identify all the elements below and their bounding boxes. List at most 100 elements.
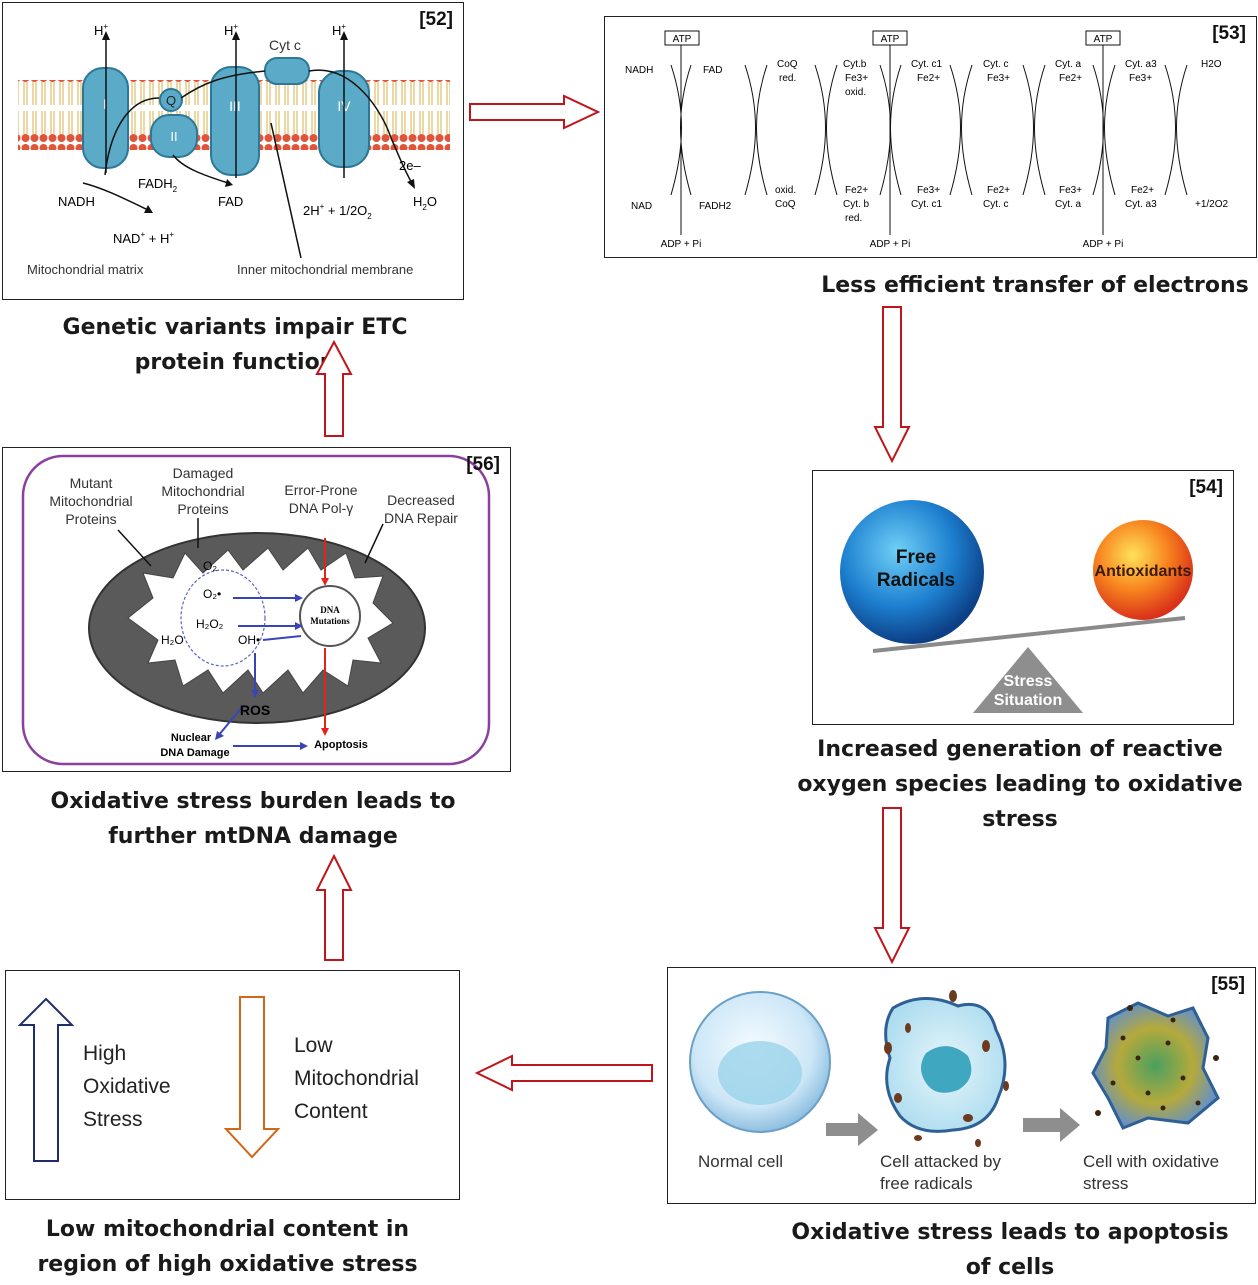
svg-text:Proteins: Proteins: [65, 511, 116, 527]
caption-etc-impair: Genetic variants impair ETC protein func…: [62, 315, 408, 375]
svg-text:2e–: 2e–: [399, 158, 421, 173]
oxidative-stress-cell: [1091, 1001, 1220, 1130]
svg-text:O₂•: O₂•: [203, 587, 221, 601]
svg-text:Antioxidants: Antioxidants: [1095, 563, 1192, 580]
svg-text:Normal cell: Normal cell: [698, 1152, 783, 1171]
svg-text:NADH: NADH: [58, 194, 95, 209]
cytochrome-c: [264, 57, 310, 85]
svg-text:ADP + Pi: ADP + Pi: [1083, 239, 1124, 250]
svg-text:FAD: FAD: [218, 194, 243, 209]
svg-text:DNA Pol-γ: DNA Pol-γ: [289, 500, 354, 516]
svg-text:Fe3+: Fe3+: [1059, 185, 1082, 196]
svg-text:Mitochondrial: Mitochondrial: [49, 493, 132, 509]
ros-balance-illustration: Free Radicals Antioxidants Stress Situat…: [840, 500, 1193, 713]
svg-text:red.: red.: [845, 213, 862, 224]
caption-less-efficient: Less efficient transfer of electrons: [821, 273, 1249, 298]
cell-apoptosis-illustration: Normal cell Cell attacked by free radica…: [689, 990, 1220, 1193]
svg-text:Cyt. a3: Cyt. a3: [1125, 59, 1157, 70]
svg-text:Fe3+: Fe3+: [987, 73, 1010, 84]
svg-text:Fe2+: Fe2+: [845, 185, 868, 196]
svg-text:Fe2+: Fe2+: [1131, 185, 1154, 196]
svg-text:Inner mitochondrial membrane: Inner mitochondrial membrane: [237, 262, 413, 277]
flow-arrow-up-bottom: [315, 854, 353, 961]
svg-text:ATP: ATP: [1094, 34, 1113, 45]
ref-54: [54]: [1189, 477, 1223, 498]
svg-text:Damaged: Damaged: [173, 465, 234, 481]
svg-text:ADP + Pi: ADP + Pi: [870, 239, 911, 250]
antioxidants-sphere: [1093, 520, 1193, 620]
mtdna-damage-illustration: DNA Mutations O₂ O₂• H₂O₂ H₂O OH• Mutant: [21, 454, 491, 766]
svg-text:H+: H+: [94, 22, 108, 38]
svg-text:Cell with oxidative: Cell with oxidative: [1083, 1152, 1219, 1171]
electron-transfer-scheme: ATP ATP ATP ADP + Pi ADP + Pi ADP + Pi N…: [625, 30, 1229, 250]
balance-beam: [872, 616, 1186, 653]
free-radicals-sphere: [840, 500, 984, 644]
svg-text:stress: stress: [1083, 1174, 1128, 1193]
flow-arrow-right-top: [469, 94, 601, 130]
svg-text:Decreased: Decreased: [387, 492, 455, 508]
svg-text:Q: Q: [166, 93, 176, 108]
svg-text:Cyt c: Cyt c: [269, 37, 301, 53]
svg-text:Cyt. c1: Cyt. c1: [911, 199, 943, 210]
panel-mtdna-damage: DNA Mutations O₂ O₂• H₂O₂ H₂O OH• Mutant: [2, 447, 511, 772]
stress-fulcrum: [973, 647, 1083, 713]
panel-electron-transfer: ATP ATP ATP ADP + Pi ADP + Pi ADP + Pi N…: [604, 16, 1257, 258]
svg-text:Cyt. c1: Cyt. c1: [911, 59, 943, 70]
svg-text:O₂: O₂: [203, 559, 217, 573]
svg-text:Fe3+: Fe3+: [845, 73, 868, 84]
svg-text:Cyt. b: Cyt. b: [843, 199, 870, 210]
svg-text:NADH: NADH: [625, 65, 653, 76]
dna-mutations-circle: [299, 585, 361, 647]
svg-text:H₂O₂: H₂O₂: [196, 617, 224, 631]
svg-text:Situation: Situation: [994, 692, 1062, 709]
flow-arrow-down-1: [873, 306, 911, 464]
flow-arrow-down-2: [873, 807, 911, 965]
svg-text:DNA Repair: DNA Repair: [384, 510, 458, 526]
svg-text:Mutant: Mutant: [70, 475, 113, 491]
flow-arrow-up-top: [315, 340, 353, 437]
caption-ros: Increased generation of reactive oxygen …: [797, 737, 1243, 832]
svg-text:H2O: H2O: [1201, 59, 1222, 70]
up-arrow-high-stress: [18, 997, 74, 1162]
svg-text:Fe2+: Fe2+: [987, 185, 1010, 196]
panel-apoptosis: Normal cell Cell attacked by free radica…: [667, 967, 1256, 1204]
complex-i-label: I: [103, 96, 107, 112]
ref-53: [53]: [1212, 23, 1246, 44]
caption-apoptosis: Oxidative stress leads to apoptosis of c…: [791, 1220, 1229, 1280]
panel-ros-balance: Free Radicals Antioxidants Stress Situat…: [812, 470, 1234, 725]
svg-text:Cyt. a3: Cyt. a3: [1125, 199, 1157, 210]
svg-text:Cyt. c: Cyt. c: [983, 59, 1009, 70]
svg-text:NAD: NAD: [631, 201, 652, 212]
panel-etc-membrane: I Q II III Cyt c IV H+ H+ H+: [2, 2, 464, 300]
svg-text:H+: H+: [224, 22, 238, 38]
svg-text:DNA Damage: DNA Damage: [160, 747, 229, 759]
svg-text:Stress: Stress: [1004, 673, 1053, 690]
svg-text:FAD: FAD: [703, 65, 722, 76]
flow-arrow-left-bottom: [474, 1054, 653, 1092]
svg-text:ADP + Pi: ADP + Pi: [661, 239, 702, 250]
svg-text:OH•: OH•: [238, 633, 260, 647]
svg-text:oxid.: oxid.: [775, 185, 796, 196]
svg-text:CoQ: CoQ: [775, 199, 796, 210]
svg-text:oxid.: oxid.: [845, 87, 866, 98]
complex-iii: [210, 66, 260, 176]
svg-text:II: II: [170, 129, 177, 144]
svg-text:+1/2O2: +1/2O2: [1195, 199, 1229, 210]
svg-text:CoQ: CoQ: [777, 59, 798, 70]
svg-text:DNA: DNA: [320, 605, 340, 615]
svg-text:red.: red.: [779, 73, 796, 84]
svg-text:Mitochondrial matrix: Mitochondrial matrix: [27, 262, 144, 277]
svg-text:Error-Prone: Error-Prone: [284, 482, 357, 498]
svg-text:Apoptosis: Apoptosis: [314, 739, 368, 751]
ref-56: [56]: [466, 454, 500, 475]
svg-text:free radicals: free radicals: [880, 1174, 973, 1193]
svg-text:Proteins: Proteins: [177, 501, 228, 517]
etc-membrane-illustration: I Q II III Cyt c IV H+ H+ H+: [18, 22, 450, 277]
svg-text:FADH2: FADH2: [138, 176, 178, 194]
svg-text:Cyt. c: Cyt. c: [983, 199, 1009, 210]
svg-text:2H+ + 1/2O2: 2H+ + 1/2O2: [303, 202, 372, 221]
svg-text:Fe2+: Fe2+: [917, 73, 940, 84]
